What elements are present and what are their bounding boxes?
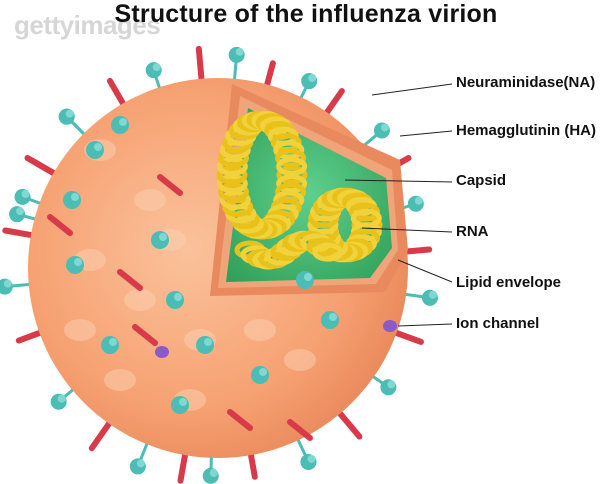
rna-coil-segment bbox=[312, 242, 344, 262]
surface-neuraminidase-highlight bbox=[179, 398, 187, 406]
neuraminidase-highlight bbox=[3, 279, 12, 288]
ion-channel-protein bbox=[383, 320, 397, 332]
neuraminidase-highlight bbox=[414, 196, 423, 205]
leader-lipid-envelope bbox=[397, 259, 453, 283]
texture-spot bbox=[134, 189, 166, 211]
neuraminidase-highlight bbox=[65, 109, 74, 118]
label-neuraminidase: Neuraminidase(NA) bbox=[456, 74, 596, 91]
label-capsid: Capsid bbox=[456, 172, 507, 189]
rna-coil-segment bbox=[216, 156, 248, 176]
surface-neuraminidase-highlight bbox=[71, 193, 79, 201]
neuraminidase-highlight bbox=[16, 207, 25, 216]
diagram-title: Structure of the influenza virion bbox=[114, 0, 498, 28]
surface-neuraminidase bbox=[63, 191, 81, 209]
surface-neuraminidase-highlight bbox=[204, 338, 212, 346]
surface-hemagglutinin bbox=[157, 174, 183, 196]
neuraminidase-highlight bbox=[136, 459, 145, 468]
surface-neuraminidase bbox=[251, 366, 269, 384]
surface-hemagglutinin bbox=[287, 419, 313, 441]
surface-neuraminidase-highlight bbox=[109, 338, 117, 346]
surface-neuraminidase bbox=[166, 291, 184, 309]
rna-coil-segment bbox=[273, 140, 305, 160]
leader-lines bbox=[344, 83, 453, 327]
neuraminidase-highlight bbox=[152, 63, 161, 72]
neuraminidase-highlight bbox=[308, 74, 317, 83]
surface-neuraminidase bbox=[171, 396, 189, 414]
surface-hemagglutinin bbox=[227, 409, 253, 431]
surface-neuraminidase bbox=[86, 141, 104, 159]
surface-neuraminidase bbox=[321, 311, 339, 329]
surface-neuraminidase bbox=[111, 116, 129, 134]
surface-hemagglutinin bbox=[132, 324, 158, 346]
label-ion-channel: Ion channel bbox=[456, 315, 540, 332]
surface-neuraminidase-highlight bbox=[74, 258, 82, 266]
surface-hemagglutinin bbox=[47, 214, 73, 236]
surface-neuraminidase-highlight bbox=[119, 118, 127, 126]
surface-neuraminidase-highlight bbox=[329, 313, 337, 321]
surface-neuraminidase bbox=[151, 231, 169, 249]
neuraminidase-highlight bbox=[307, 454, 316, 463]
surface-neuraminidase bbox=[66, 256, 84, 274]
surface-neuraminidase-highlight bbox=[259, 368, 267, 376]
rna-coil-segment bbox=[276, 165, 308, 185]
label-hemagglutinin: Hemagglutinin (HA) bbox=[456, 122, 596, 139]
neuraminidase-highlight bbox=[21, 189, 30, 198]
texture-spot bbox=[244, 319, 276, 341]
rna-coil-segment bbox=[216, 165, 248, 185]
neuraminidase-highlight bbox=[235, 47, 244, 56]
rna-coil-segment bbox=[219, 190, 251, 210]
surface-neuraminidase-highlight bbox=[304, 273, 312, 281]
leader-rna bbox=[361, 227, 453, 233]
surface-neuraminidase bbox=[296, 271, 314, 289]
neuraminidase-highlight bbox=[387, 380, 396, 389]
leader-neuraminidase bbox=[371, 83, 453, 96]
watermark-text: gettyimages bbox=[14, 10, 161, 40]
neuraminidase-highlight bbox=[57, 394, 66, 403]
surface-neuraminidase-highlight bbox=[94, 143, 102, 151]
rna-coil-segment bbox=[275, 148, 307, 168]
surface-hemagglutinin bbox=[117, 269, 143, 291]
leader-ion-channel bbox=[397, 323, 453, 327]
surface-proteins bbox=[47, 116, 397, 441]
texture-spot bbox=[284, 349, 316, 371]
texture-spot bbox=[64, 319, 96, 341]
surface-neuraminidase bbox=[196, 336, 214, 354]
rna-coil-segment bbox=[216, 174, 248, 194]
surface-neuraminidase-highlight bbox=[159, 233, 167, 241]
rna-coil-segment bbox=[276, 156, 308, 176]
neuraminidase-highlight bbox=[209, 468, 218, 477]
rna-coil-segment bbox=[350, 208, 382, 228]
texture-spot bbox=[104, 369, 136, 391]
label-lipid-envelope: Lipid envelope bbox=[456, 274, 562, 291]
rna-coil-segment bbox=[276, 174, 308, 194]
surface-neuraminidase-highlight bbox=[174, 293, 182, 301]
rna-coil-segment bbox=[217, 182, 249, 202]
rna-coil bbox=[216, 110, 383, 270]
label-rna: RNA bbox=[456, 223, 489, 240]
envelope-texture bbox=[64, 139, 316, 411]
leader-hemagglutinin bbox=[399, 130, 453, 137]
surface-neuraminidase bbox=[101, 336, 119, 354]
texture-spot bbox=[124, 289, 156, 311]
neuraminidase-highlight bbox=[380, 123, 389, 132]
leader-capsid bbox=[344, 179, 453, 183]
neuraminidase-highlight bbox=[428, 290, 437, 299]
ion-channel-protein bbox=[155, 346, 169, 358]
